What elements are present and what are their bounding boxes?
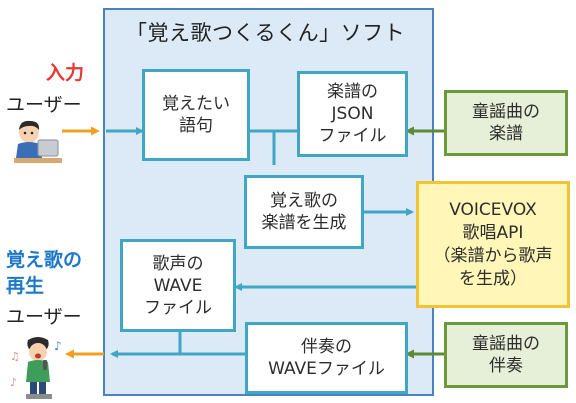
user-singing-icon: ♪ ♫ ♪	[10, 337, 62, 399]
box-score-json: 楽譜の JSON ファイル	[297, 71, 408, 157]
playback-label-line1: 覚え歌の	[6, 249, 83, 271]
user-at-laptop-icon	[14, 120, 62, 163]
playback-label-line2: 再生	[6, 275, 45, 297]
input-user-label: ユーザー	[6, 94, 82, 116]
box-generate-score: 覚え歌の 楽譜を生成	[244, 175, 364, 249]
box-phrase: 覚えたい 語句	[142, 69, 250, 161]
svg-text:♫: ♫	[10, 350, 20, 363]
svg-text:♪: ♪	[10, 376, 17, 389]
box-nursery-score: 童謡曲の 楽譜	[444, 90, 568, 156]
svg-text:♪: ♪	[54, 339, 62, 353]
input-label: 入力	[46, 62, 85, 84]
box-nursery-accomp: 童謡曲の 伴奏	[444, 322, 568, 388]
box-voicevox-api: VOICEVOX 歌唱API （楽譜から歌声 を生成）	[416, 181, 570, 308]
playback-user-label: ユーザー	[6, 306, 82, 328]
box-song-wave: 歌声の WAVE ファイル	[120, 239, 236, 332]
box-accomp-wave: 伴奏の WAVEファイル	[245, 322, 408, 394]
software-title: 「覚え歌つくるくん」ソフト	[126, 21, 406, 45]
